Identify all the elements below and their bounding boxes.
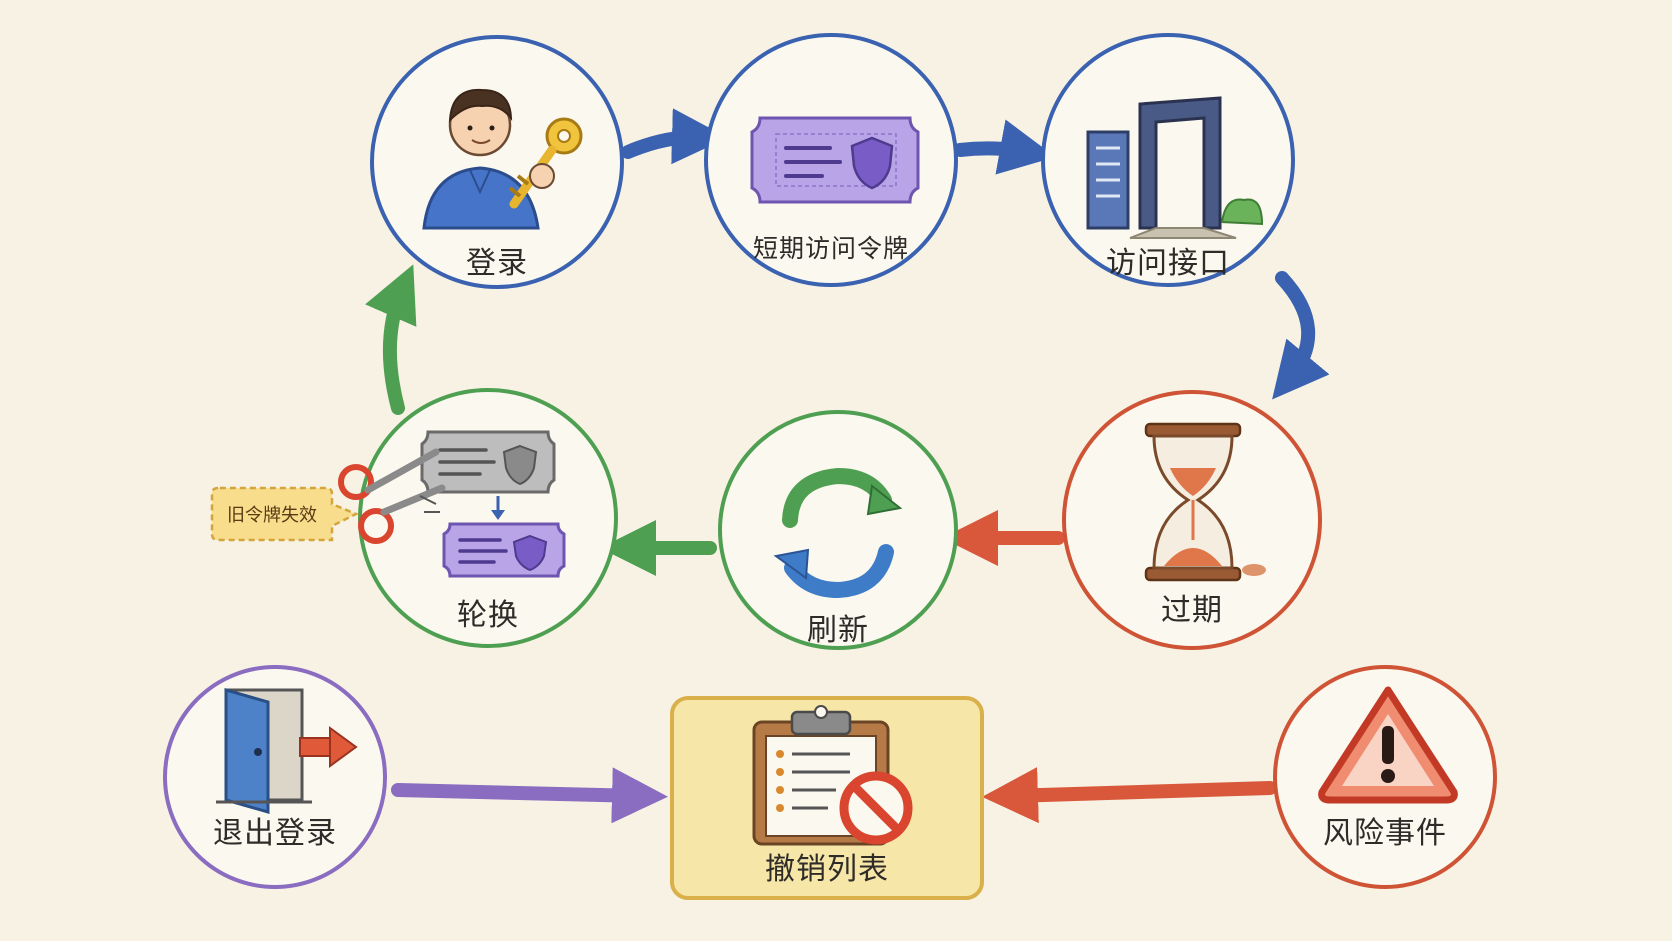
token-ticket-shield-icon xyxy=(750,116,920,204)
arrow-token-to-api xyxy=(953,119,1056,175)
short-token-label: 短期访问令牌 xyxy=(752,234,910,263)
server-gateway-icon xyxy=(1086,96,1264,239)
login-label: 登录 xyxy=(466,246,528,281)
refresh-arrows-icon xyxy=(773,467,903,599)
refresh-node xyxy=(718,410,958,650)
arrow-rotate-to-login xyxy=(365,264,417,415)
access-api-label: 访问接口 xyxy=(1106,246,1230,281)
warning-triangle-icon xyxy=(1318,686,1458,804)
refresh-label: 刷新 xyxy=(807,613,869,648)
risk-event-label: 风险事件 xyxy=(1323,816,1447,851)
clipboard-forbidden-icon xyxy=(752,705,913,846)
arrow-risk-to-revocation xyxy=(982,767,1277,824)
arrow-login-to-token xyxy=(621,108,728,165)
flow-arrows xyxy=(365,108,1330,824)
person-with-key-icon xyxy=(422,88,583,230)
hourglass-icon xyxy=(1144,422,1266,582)
expire-label: 过期 xyxy=(1161,593,1223,628)
arrow-logout-to-revocation xyxy=(391,767,668,824)
arrow-api-to-expire xyxy=(1272,271,1330,400)
exit-door-icon xyxy=(216,688,358,814)
old-token-invalid-callout: 旧令牌失效 xyxy=(227,505,317,526)
rotate-label: 轮换 xyxy=(457,598,519,633)
logout-label: 退出登录 xyxy=(213,816,337,851)
old-token-callout-box xyxy=(210,486,360,542)
scissors-token-swap-icon xyxy=(338,430,566,578)
revocation-list-label: 撤销列表 xyxy=(765,852,889,887)
